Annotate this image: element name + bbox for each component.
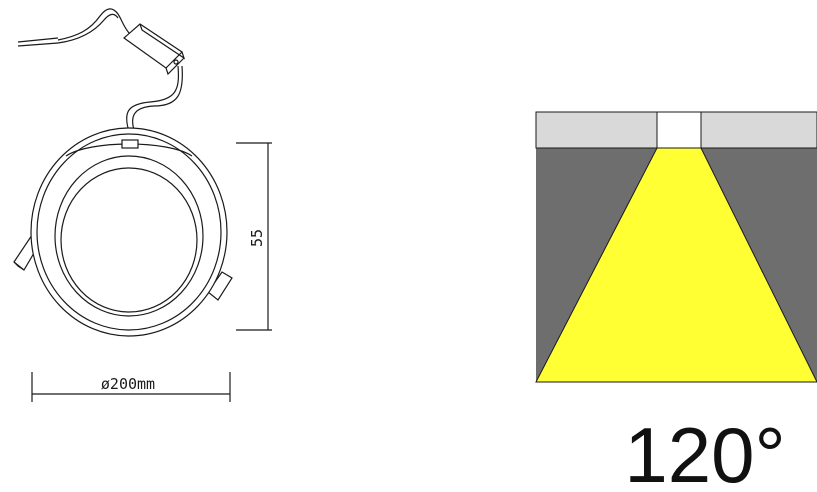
output-cable (126, 65, 183, 141)
light-fixture (656, 111, 702, 149)
mounting-clip-right (207, 271, 233, 301)
driver-box (123, 23, 186, 76)
ceiling-panel-right (700, 111, 817, 149)
height-label: 55 (248, 229, 266, 247)
beam-angle-diagram (535, 111, 817, 383)
input-cable (17, 8, 131, 47)
downlight-drawing (13, 8, 272, 402)
fixture-body (30, 127, 228, 337)
ceiling-panel-left (535, 111, 658, 149)
diameter-dimension (31, 372, 231, 402)
light-beam-cone (535, 147, 817, 383)
height-dimension (236, 142, 272, 331)
diameter-label: ø200mm (101, 375, 155, 393)
beam-angle-label: 120° (624, 411, 785, 492)
